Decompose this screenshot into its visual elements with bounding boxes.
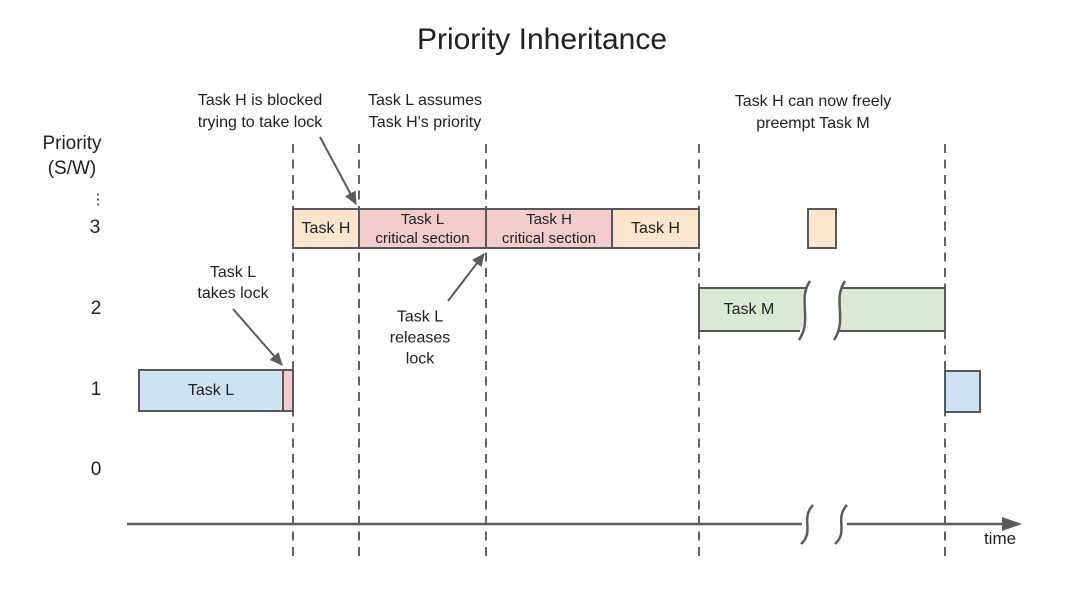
annotation-h-blocked: Task H is blocked trying to take lock (198, 90, 323, 134)
bar-label-text: Task H (526, 210, 572, 228)
task-m-break-squiggle-left (797, 280, 812, 341)
task-h-bar-label: Task H (293, 209, 359, 248)
annotation-line: Task L assumes (367, 92, 483, 109)
page-title: Priority Inheritance (416, 23, 668, 56)
y-axis-label: Priority (S/W) (42, 131, 101, 181)
task-m-bar-right-outline (837, 287, 946, 332)
task-l-lock-sliver (282, 369, 294, 412)
bar-label-text: Task H (631, 220, 680, 237)
y-axis-tick-0: 0 (90, 459, 102, 480)
y-axis-label-line1: Priority (42, 133, 102, 154)
task-m-bar-label: Task M (699, 288, 799, 331)
task-l-critical-section-label: Task L critical section (359, 209, 486, 248)
bar-label-text: Task H (301, 220, 351, 237)
bar-label-text: critical section (375, 229, 470, 247)
bar-label-text: Task M (723, 301, 775, 318)
annotation-line: preempt Task M (756, 115, 870, 132)
arrow-takes-lock (232, 308, 283, 366)
task-h-bar-2 (611, 208, 700, 249)
task-m-bar-left-outline (698, 287, 806, 332)
task-h-bar-2-label: Task H (612, 209, 699, 248)
annotation-line: trying to take lock (197, 114, 323, 131)
annotation-line: Task L (209, 264, 257, 281)
bar-label-text: Task L (400, 210, 445, 228)
axis-break-squiggle-left (800, 504, 814, 545)
y-axis-label-line2: (S/W) (47, 158, 97, 179)
annotation-line: lock (405, 350, 435, 368)
y-axis-tick-1: 1 (90, 379, 102, 400)
annotation-line: Task H is blocked (197, 92, 323, 109)
annotation-preempt: Task H can now freely preempt Task M (735, 91, 892, 135)
annotation-line: Task H can now freely (734, 93, 892, 110)
arrow-releases-lock (447, 253, 485, 302)
annotation-takes-lock: Task L takes lock (197, 262, 268, 304)
annotation-line: takes lock (197, 285, 269, 302)
arrow-h-blocked (319, 136, 357, 205)
task-h-preempt-box (807, 208, 837, 249)
task-h-bar (292, 208, 360, 249)
annotation-line: Task L (396, 308, 444, 326)
task-l-resume-box (944, 370, 981, 413)
annotation-releases-lock: Task L releases lock (390, 307, 450, 370)
y-axis-tick-2: 2 (90, 298, 102, 319)
task-m-bar-right (837, 288, 945, 331)
task-h-critical-section-label: Task H critical section (486, 209, 612, 248)
bar-label-text: Task L (187, 382, 235, 399)
time-axis-arrowhead (1002, 517, 1022, 531)
annotation-line: Task H's priority (368, 114, 482, 131)
annotation-l-assumes: Task L assumes Task H's priority (368, 90, 482, 134)
task-m-break-squiggle-right (832, 280, 847, 341)
axis-break-squiggle-right (834, 504, 848, 545)
task-m-bar-left (699, 288, 806, 331)
y-axis-tick-3: 3 (89, 217, 101, 238)
bar-label-text: critical section (501, 229, 597, 247)
x-axis-label: time (983, 529, 1017, 548)
y-axis-ellipsis: ⋮ (90, 191, 106, 208)
task-l-bar-label: Task L (139, 370, 283, 411)
task-l-bar (138, 369, 284, 412)
annotation-line: releases (389, 329, 451, 347)
task-l-critical-section-bar (358, 208, 487, 249)
